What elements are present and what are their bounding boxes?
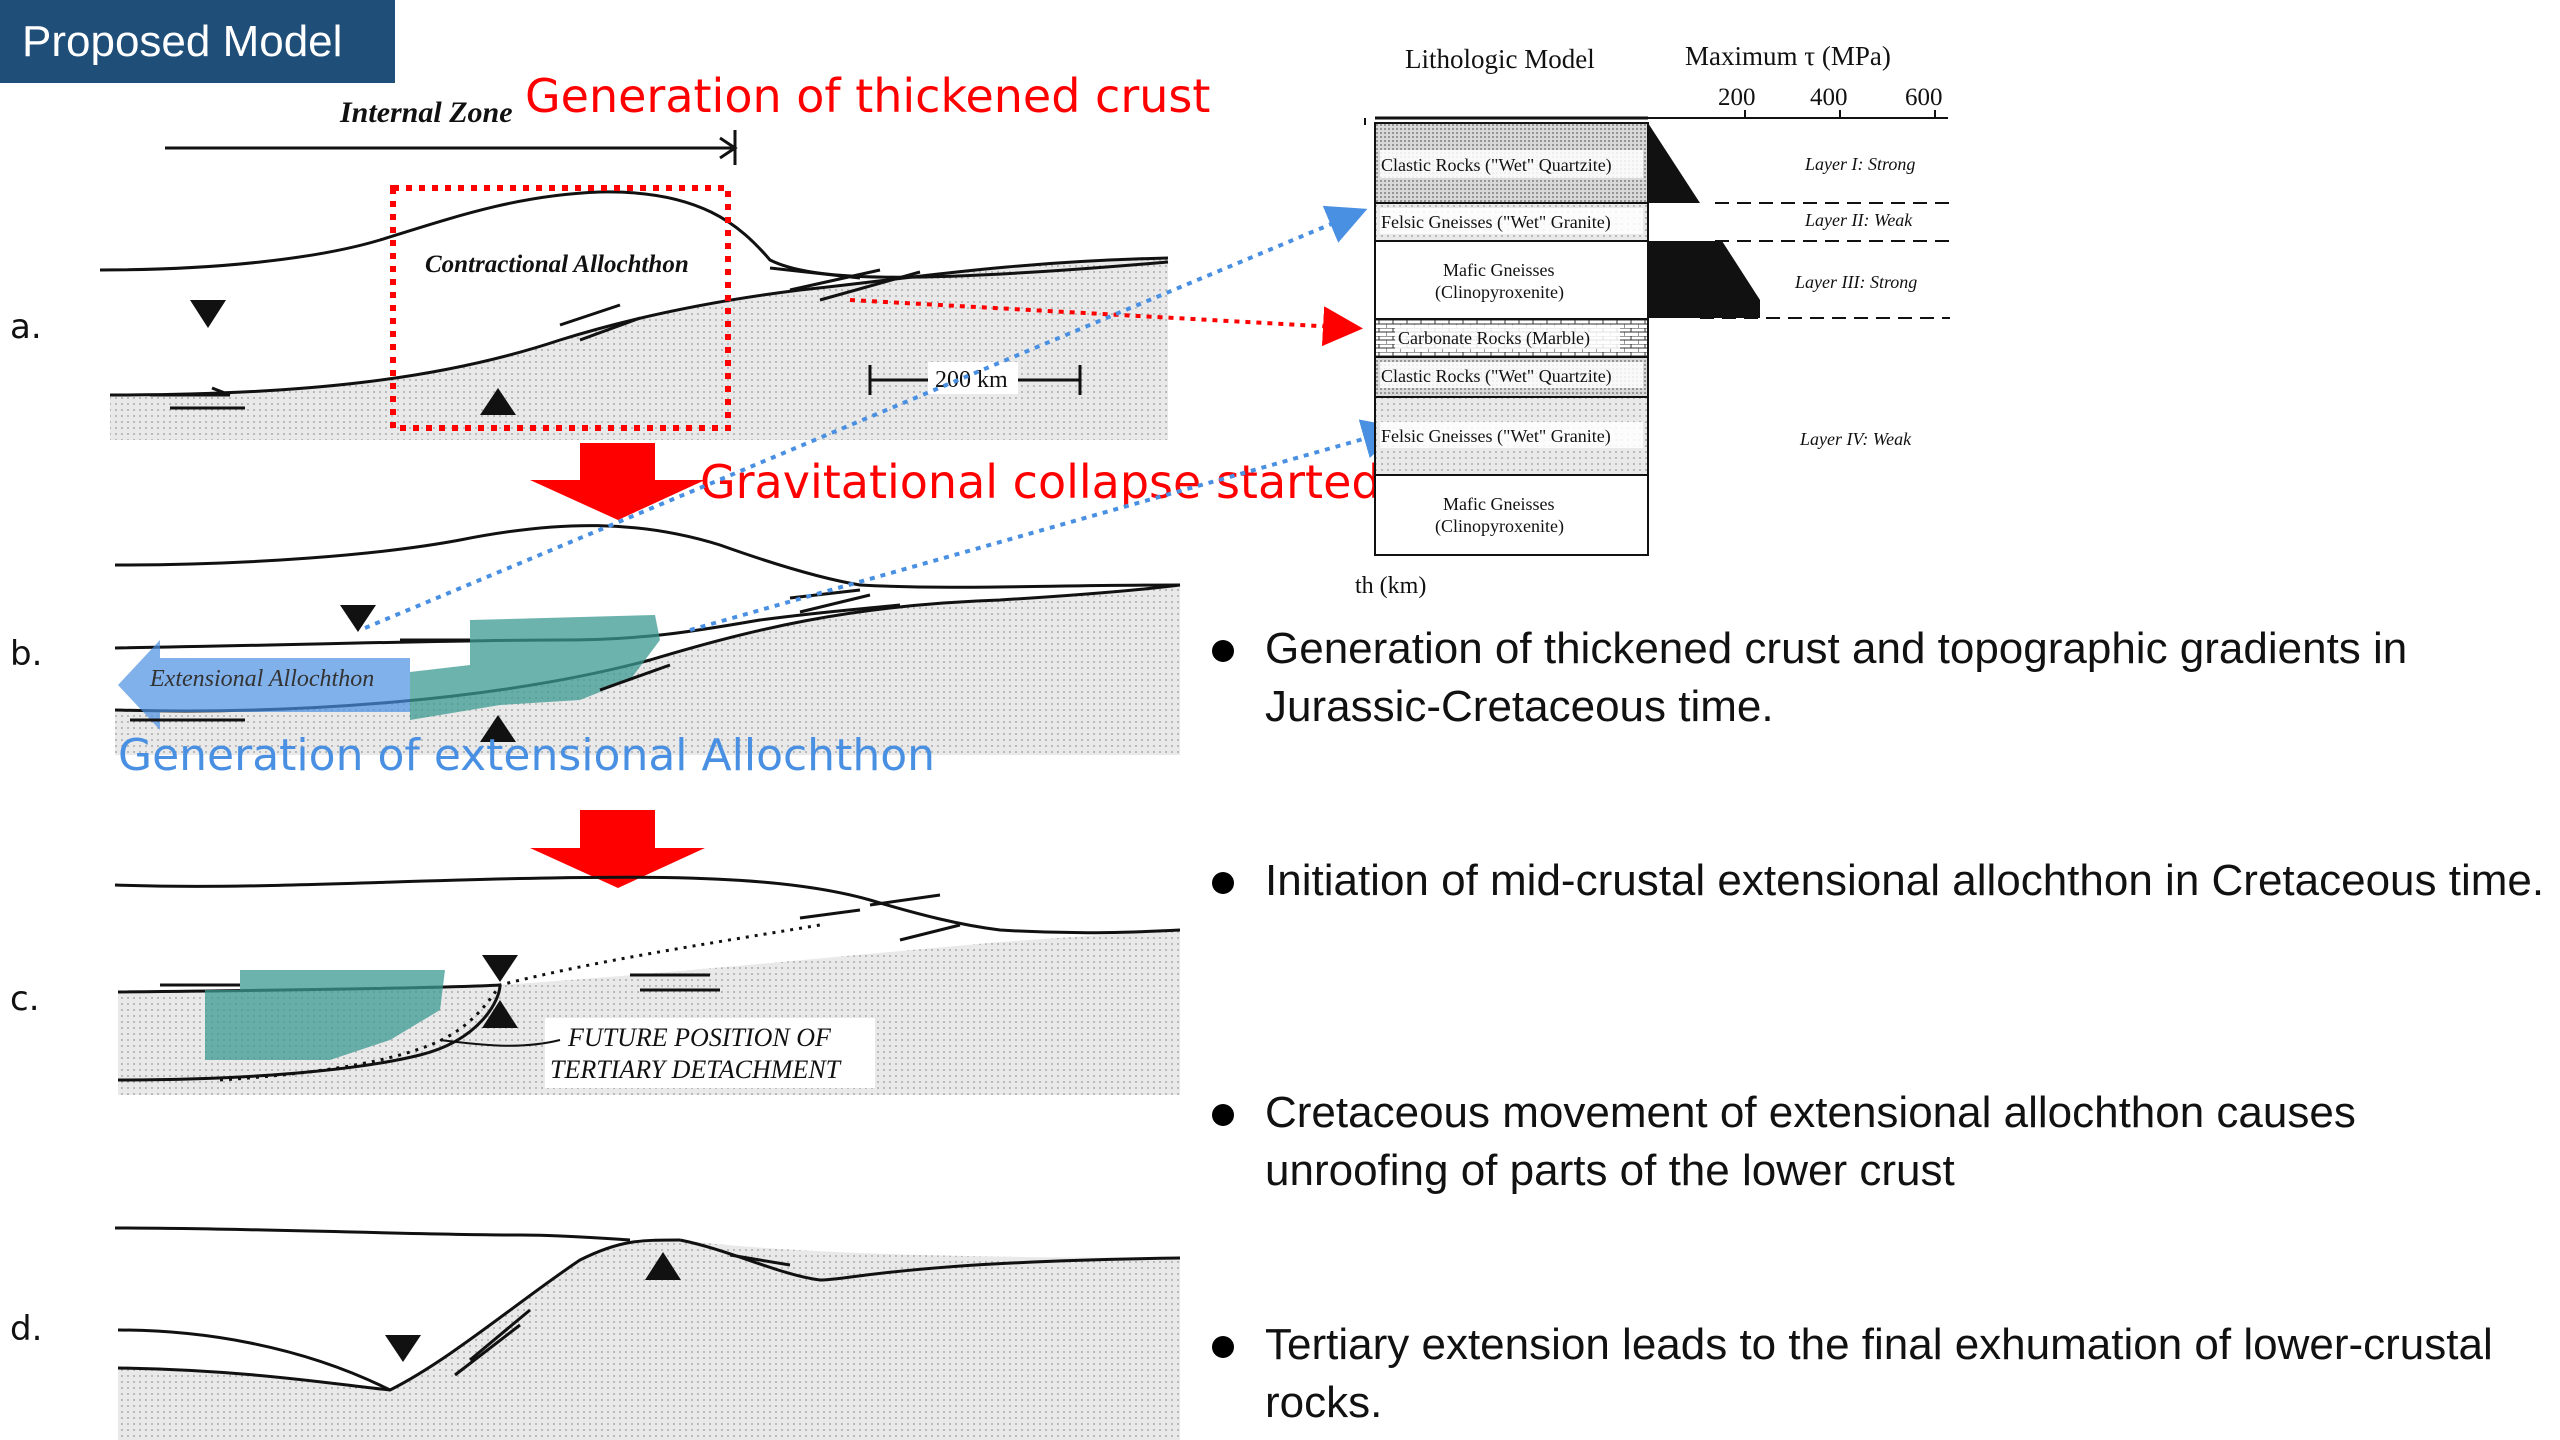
bullet-text: Initiation of mid-crustal extensional al… xyxy=(1265,856,2545,905)
panel-label-c: c. xyxy=(10,979,40,1019)
annotation-gravitational-collapse: Gravitational collapse started xyxy=(700,455,1381,509)
panel-d: d. xyxy=(10,1226,1181,1440)
topography-c xyxy=(114,875,1181,935)
scale-bar: 200 km xyxy=(868,362,1082,395)
panel-a: a. Internal Zone Contractional Allochtho… xyxy=(10,69,1363,440)
strength-label-4: Layer IV: Weak xyxy=(1799,429,1912,449)
lithologic-model: Lithologic Model Maximum τ (MPa) 200 400… xyxy=(1355,41,1950,599)
dotted-arrow-red xyxy=(849,298,1363,347)
depth-label: th (km) xyxy=(1355,573,1426,599)
bullet-dot xyxy=(1212,1336,1234,1358)
down-arrow-2 xyxy=(530,810,705,888)
bullet-dot xyxy=(1212,872,1234,894)
crust-base-d xyxy=(118,1240,1180,1440)
thickened-crust-highlight xyxy=(390,185,731,431)
triangle-up-a xyxy=(480,388,516,415)
strength-label-1: Layer I: Strong xyxy=(1804,154,1915,174)
extensional-allochthon-label: Extensional Allochthon xyxy=(149,666,374,692)
tau-tick-600: 600 xyxy=(1905,84,1943,111)
layer-label-6: Felsic Gneisses ("Wet" Granite) xyxy=(1381,426,1611,447)
strength-label-2: Layer II: Weak xyxy=(1804,210,1913,230)
topography-b xyxy=(114,524,1181,589)
annotation-thickened-crust: Generation of thickened crust xyxy=(525,69,1210,123)
extensional-allochthon-c xyxy=(205,970,445,1060)
triangle-up-c xyxy=(482,1000,518,1028)
layer-label-3: Mafic Gneisses xyxy=(1443,260,1554,280)
strength-profile-1 xyxy=(1648,123,1700,203)
tau-tick-200: 200 xyxy=(1718,84,1756,111)
future-detachment-label-1: FUTURE POSITION OF xyxy=(567,1023,832,1052)
tau-title: Maximum τ (MPa) xyxy=(1685,41,1891,71)
panel-c: c. FUTURE POSITION OF TERTIARY DETACHMEN… xyxy=(10,875,1181,1095)
future-detachment-label-2: TERTIARY DETACHMENT xyxy=(550,1055,842,1084)
bullet-dot xyxy=(1212,1104,1234,1126)
page-title: Proposed Model xyxy=(0,0,395,83)
extensional-allochthon-arrow xyxy=(118,640,410,730)
down-arrow-1 xyxy=(530,443,705,520)
dotted-arrow-blue-2 xyxy=(689,419,1403,632)
crust-base-a xyxy=(110,258,1168,440)
dotted-arrow-blue-1 xyxy=(364,205,1368,630)
layer-label-7: Mafic Gneisses xyxy=(1443,494,1554,514)
crust-base-b xyxy=(115,585,1180,755)
panel-label-b: b. xyxy=(10,634,42,674)
triangle-down-d xyxy=(385,1335,421,1362)
bullet-dot xyxy=(1212,640,1234,662)
layer-label-2: Felsic Gneisses ("Wet" Granite) xyxy=(1381,212,1611,233)
triangle-down-a xyxy=(190,300,226,328)
triangle-up-d xyxy=(645,1252,681,1280)
panel-b: b. Extensional Allochthon Generation of … xyxy=(10,205,1403,781)
panel-label-d: d. xyxy=(10,1309,42,1349)
extensional-allochthon-shape xyxy=(410,615,660,720)
contractional-allochthon-label: Contractional Allochthon xyxy=(425,251,689,278)
triangle-down-c xyxy=(482,955,518,982)
lithologic-title: Lithologic Model xyxy=(1405,44,1595,74)
strength-label-3: Layer III: Strong xyxy=(1794,272,1917,292)
internal-zone-label: Internal Zone xyxy=(339,96,513,129)
bullet-text: Generation of thickened crust and topogr… xyxy=(1265,624,2408,731)
svg-text:200 km: 200 km xyxy=(935,367,1008,393)
layer-label-1: Clastic Rocks ("Wet" Quartzite) xyxy=(1381,155,1612,176)
tau-tick-400: 400 xyxy=(1810,84,1848,111)
layer-label-3b: (Clinopyroxenite) xyxy=(1435,282,1564,303)
topography-a xyxy=(99,190,1169,279)
bullet-text: Tertiary extension leads to the final ex… xyxy=(1265,1320,2493,1427)
bullet-text: Cretaceous movement of extensional alloc… xyxy=(1265,1088,2356,1195)
panel-label-a: a. xyxy=(10,307,42,347)
strength-profile-2 xyxy=(1648,241,1760,318)
annotation-extensional-allochthon: Generation of extensional Allochthon xyxy=(118,730,935,781)
crust-base-c xyxy=(118,930,1180,1095)
layer-label-7b: (Clinopyroxenite) xyxy=(1435,516,1564,537)
layer-label-4: Carbonate Rocks (Marble) xyxy=(1398,328,1590,349)
triangle-down-b xyxy=(340,605,376,632)
triangle-up-b xyxy=(480,715,516,742)
layer-label-5: Clastic Rocks ("Wet" Quartzite) xyxy=(1381,366,1612,387)
